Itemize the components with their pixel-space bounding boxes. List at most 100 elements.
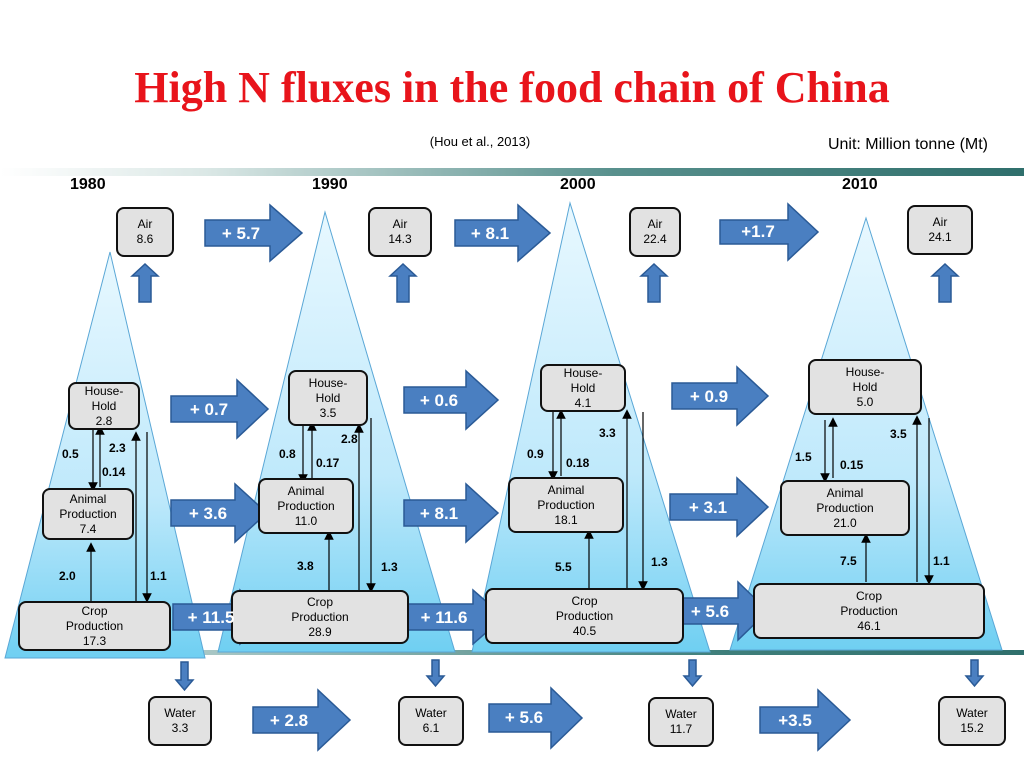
air-box-1990: Air 14.3 bbox=[368, 207, 432, 257]
crop-box-1980: Crop Production 17.3 bbox=[18, 601, 171, 651]
crop-label: Production bbox=[555, 608, 614, 623]
flow-2000-animal-to-crop: 1.3 bbox=[651, 555, 668, 569]
air-value: 24.1 bbox=[928, 230, 952, 244]
crop-value: 40.5 bbox=[572, 623, 597, 638]
flow-1990-animal-to-crop: 1.3 bbox=[381, 560, 398, 574]
crop-label: Production bbox=[291, 609, 349, 624]
household-label: House- bbox=[84, 383, 124, 398]
flow-1990-crop-to-animal: 3.8 bbox=[297, 559, 314, 573]
water-value: 15.2 bbox=[960, 721, 984, 735]
air-label: Air bbox=[137, 217, 153, 231]
flow-2010-crop-to-house: 3.5 bbox=[890, 427, 907, 441]
household-value: 4.1 bbox=[574, 395, 592, 410]
year-2000: 2000 bbox=[560, 176, 596, 193]
water-value: 3.3 bbox=[171, 721, 189, 735]
flow-1980-house-to-animal: 0.5 bbox=[62, 447, 79, 461]
air-box-1980: Air 8.6 bbox=[116, 207, 174, 257]
crop-value: 46.1 bbox=[857, 618, 881, 633]
household-box-1990: House- Hold 3.5 bbox=[288, 370, 368, 426]
change-house-3: + 0.9 bbox=[689, 387, 729, 406]
air-value: 14.3 bbox=[388, 232, 412, 246]
flow-2000-house-to-animal: 0.9 bbox=[527, 447, 544, 461]
water-box-2010: Water 15.2 bbox=[938, 696, 1006, 746]
air-value: 22.4 bbox=[643, 232, 667, 246]
change-animal-3: + 3.1 bbox=[688, 498, 728, 517]
animal-label: Production bbox=[816, 500, 874, 515]
animal-box-1980: Animal Production 7.4 bbox=[42, 488, 134, 540]
down-arrows bbox=[174, 659, 985, 692]
water-label: Water bbox=[665, 707, 697, 721]
flow-2000-crop-to-animal: 5.5 bbox=[555, 560, 572, 574]
flows-1990 bbox=[298, 418, 376, 593]
citation: (Hou et al., 2013) bbox=[429, 134, 531, 149]
flow-2000-animal-to-house: 0.18 bbox=[566, 456, 590, 470]
household-label: Hold bbox=[91, 398, 117, 413]
animal-box-2010: Animal Production 21.0 bbox=[780, 480, 910, 536]
flows-2000 bbox=[548, 409, 648, 591]
change-water-2: + 5.6 bbox=[504, 708, 544, 727]
flow-1990-animal-to-house: 0.17 bbox=[316, 456, 340, 470]
household-value: 2.8 bbox=[95, 413, 113, 428]
change-air-3: +1.7 bbox=[741, 222, 775, 241]
change-house-2: + 0.6 bbox=[419, 391, 459, 410]
year-1980: 1980 bbox=[70, 176, 106, 193]
crop-box-2000: Crop Production 40.5 bbox=[485, 588, 684, 644]
household-label: House- bbox=[845, 364, 885, 379]
household-label: Hold bbox=[852, 379, 878, 394]
water-label: Water bbox=[956, 706, 988, 720]
flow-1980-crop-to-animal: 2.0 bbox=[59, 569, 76, 583]
air-box-2000: Air 22.4 bbox=[629, 207, 681, 257]
air-label: Air bbox=[392, 217, 408, 231]
year-1990: 1990 bbox=[312, 176, 348, 193]
animal-label: Production bbox=[537, 497, 595, 512]
animal-label: Animal bbox=[547, 482, 585, 497]
water-box-2000: Water 11.7 bbox=[648, 697, 714, 747]
household-value: 3.5 bbox=[319, 405, 337, 420]
change-air-1: + 5.7 bbox=[221, 224, 261, 243]
household-box-2010: House- Hold 5.0 bbox=[808, 359, 922, 415]
triangle-1990 bbox=[217, 210, 456, 653]
household-value: 5.0 bbox=[856, 394, 874, 409]
year-2010: 2010 bbox=[842, 176, 878, 193]
water-box-1990: Water 6.1 bbox=[398, 696, 464, 746]
flow-2010-animal-to-crop: 1.1 bbox=[933, 554, 950, 568]
page-title: High N fluxes in the food chain of China bbox=[134, 63, 890, 112]
flows-1980 bbox=[86, 425, 152, 603]
crop-label: Crop bbox=[571, 593, 598, 608]
air-label: Air bbox=[647, 217, 663, 231]
change-animal-1: + 3.6 bbox=[188, 504, 228, 523]
household-label: Hold bbox=[570, 380, 596, 395]
animal-value: 18.1 bbox=[554, 512, 578, 527]
triangle-2010 bbox=[729, 216, 1003, 651]
crop-value: 28.9 bbox=[308, 624, 332, 639]
flow-1980-crop-to-house: 2.3 bbox=[109, 441, 126, 455]
air-value: 8.6 bbox=[136, 232, 154, 246]
up-arrows bbox=[130, 262, 960, 303]
flow-2000-crop-to-house: 3.3 bbox=[599, 426, 616, 440]
water-box-1980: Water 3.3 bbox=[148, 696, 212, 746]
change-crop-1: + 11.5 bbox=[187, 608, 235, 627]
animal-value: 21.0 bbox=[833, 515, 857, 530]
animal-value: 7.4 bbox=[79, 521, 97, 536]
household-label: Hold bbox=[315, 390, 341, 405]
crop-label: Production bbox=[65, 618, 124, 633]
crop-box-1990: Crop Production 28.9 bbox=[231, 590, 409, 644]
change-crop-2: + 11.6 bbox=[420, 608, 468, 627]
water-value: 6.1 bbox=[422, 721, 440, 735]
water-label: Water bbox=[164, 706, 196, 720]
crop-box-2010: Crop Production 46.1 bbox=[753, 583, 985, 639]
flows-2010 bbox=[820, 415, 934, 585]
crop-value: 17.3 bbox=[82, 633, 107, 648]
header-divider-band bbox=[0, 168, 1024, 176]
animal-box-2000: Animal Production 18.1 bbox=[508, 477, 624, 533]
crop-label: Crop bbox=[306, 594, 333, 609]
animal-label: Production bbox=[277, 498, 335, 513]
triangle-2000 bbox=[471, 201, 711, 653]
flow-1990-crop-to-house: 2.8 bbox=[341, 432, 358, 446]
flow-1990-house-to-animal: 0.8 bbox=[279, 447, 296, 461]
air-box-2010: Air 24.1 bbox=[907, 205, 973, 255]
change-air-2: + 8.1 bbox=[470, 224, 510, 243]
crop-label: Crop bbox=[855, 588, 882, 603]
flow-1980-animal-to-crop: 1.1 bbox=[150, 569, 167, 583]
